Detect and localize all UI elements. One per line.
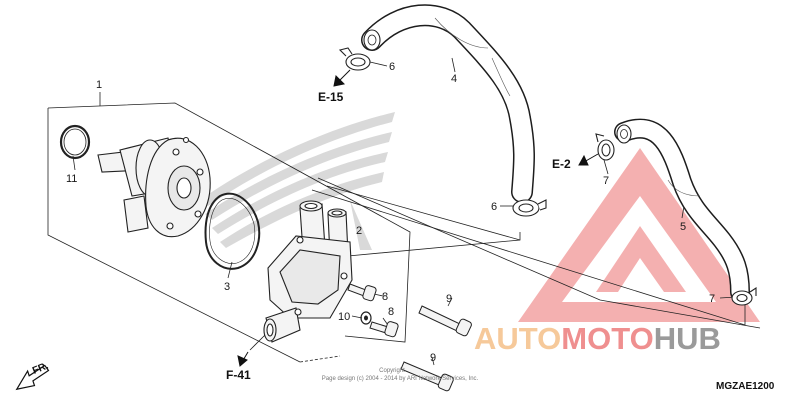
callout-labels: 1 2 3 4 5 6 6 7 7 8 8 9 9 10 11 [66, 61, 715, 364]
watermark-auto: AUTO [474, 321, 561, 356]
callout-4: 4 [451, 73, 457, 85]
watermark-triangle-logo [518, 148, 760, 322]
hose-clamp-part-7-upper [595, 133, 615, 161]
o-ring-part-11 [59, 124, 91, 160]
callout-8-upper: 8 [382, 291, 388, 303]
ref-arrow-e15 [333, 69, 351, 87]
ref-label-e15: E-15 [318, 90, 344, 104]
callout-6-upper: 6 [389, 61, 395, 73]
watermark-hub: HUB [654, 321, 721, 356]
ref-label-e2: E-2 [552, 157, 571, 171]
bolt-part-8-upper [347, 283, 377, 302]
callout-9-upper: 9 [446, 293, 452, 305]
copyright-line-2: Page design (c) 2004 - 2014 by ARI Netwo… [322, 376, 479, 382]
diagram-code: MGZAE1200 [716, 381, 775, 392]
ref-label-f41: F-41 [226, 368, 251, 382]
water-joint-housing-part-2 [263, 200, 353, 343]
callout-3: 3 [224, 281, 230, 293]
direction-label: FR. [31, 360, 50, 376]
callout-5: 5 [680, 221, 686, 233]
water-pump-body [97, 136, 211, 238]
ref-arrow-e2 [578, 153, 599, 166]
watermark-text: AUTOMOTOHUB [474, 321, 721, 356]
callout-1: 1 [96, 79, 102, 91]
hose-clamp-part-6-upper [338, 47, 371, 71]
callout-7-upper: 7 [603, 175, 609, 187]
hose-clamp-part-7-lower [731, 286, 757, 306]
callout-11: 11 [66, 173, 77, 185]
callout-9-lower: 9 [430, 352, 436, 364]
honda-wing-logo [200, 112, 395, 250]
callout-10: 10 [338, 311, 350, 323]
ref-arrow-f41 [237, 351, 249, 367]
bolt-part-8-lower [369, 321, 399, 338]
copyright-line-1: Copyright [379, 368, 405, 374]
gasket-part-3 [204, 192, 261, 270]
water-hose-part-5 [614, 118, 750, 302]
callout-7-lower: 7 [709, 293, 715, 305]
long-bolt-part-9-upper [418, 305, 472, 337]
long-bolt-part-9-lower [400, 361, 454, 392]
callout-6-lower: 6 [491, 201, 497, 213]
callout-2: 2 [356, 225, 362, 237]
callout-8-lower: 8 [388, 306, 394, 318]
leader-lines [72, 57, 761, 366]
hose-clamp-part-6-lower [512, 199, 547, 217]
watermark-moto: MOTO [561, 321, 653, 356]
assembly-outline [47, 102, 411, 363]
washer-part-10 [360, 311, 372, 325]
front-direction-arrow-icon: FR. [15, 360, 50, 391]
water-hose-part-4 [361, 4, 535, 203]
svg-text:AUTOMOTOHUB: AUTOMOTOHUB [474, 321, 721, 356]
